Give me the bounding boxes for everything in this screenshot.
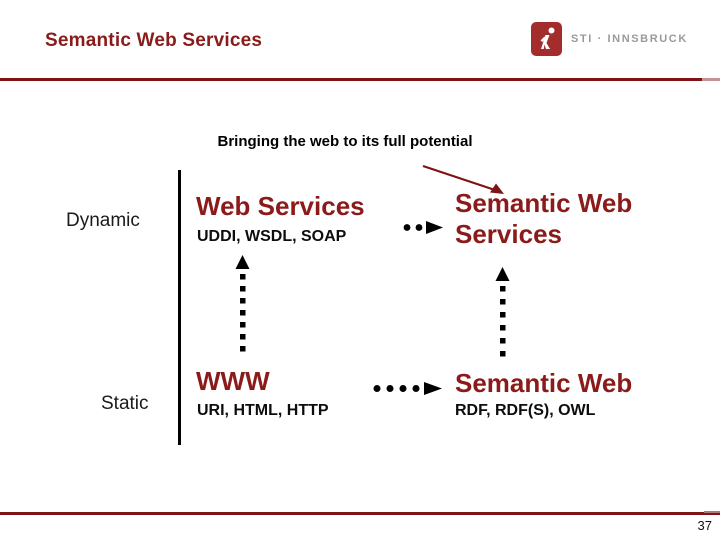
sti-running-man-icon [531, 22, 562, 56]
quadrant-www-title: WWW [196, 366, 270, 396]
quadrant-web-services-subtitle: UDDI, WSDL, SOAP [197, 228, 347, 245]
sti-logo: STI · INNSBRUCK [531, 22, 688, 56]
page-number: 37 [697, 518, 712, 533]
sti-logo-text: STI · INNSBRUCK [571, 33, 688, 45]
axis-label-static: Static [101, 393, 149, 414]
slide-title: Semantic Web Services [45, 30, 263, 51]
dotted-arrow-right-bottom-icon [372, 381, 448, 396]
quadrant-semantic-web-subtitle: RDF, RDF(S), OWL [455, 402, 596, 419]
footer-rule [0, 512, 720, 515]
dotted-arrow-right-top-icon [402, 220, 448, 235]
dotted-arrow-up-left-icon [235, 255, 250, 357]
dotted-arrow-up-right-icon [495, 267, 510, 359]
axis-label-dynamic: Dynamic [66, 210, 140, 231]
quadrant-www-subtitle: URI, HTML, HTTP [197, 402, 329, 419]
header-rule-end [702, 78, 720, 81]
quadrant-semantic-web-services-title: Semantic Web Services [455, 188, 633, 249]
quadrant-semantic-web-title: Semantic Web [455, 368, 633, 398]
quadrant-web-services-title: Web Services [196, 191, 365, 221]
diagonal-arrow-icon [416, 159, 516, 203]
axis-vertical-line [178, 170, 181, 445]
header-rule [0, 78, 720, 81]
slide-subtitle: Bringing the web to its full potential [217, 133, 473, 150]
footer-rule-end [704, 511, 720, 513]
